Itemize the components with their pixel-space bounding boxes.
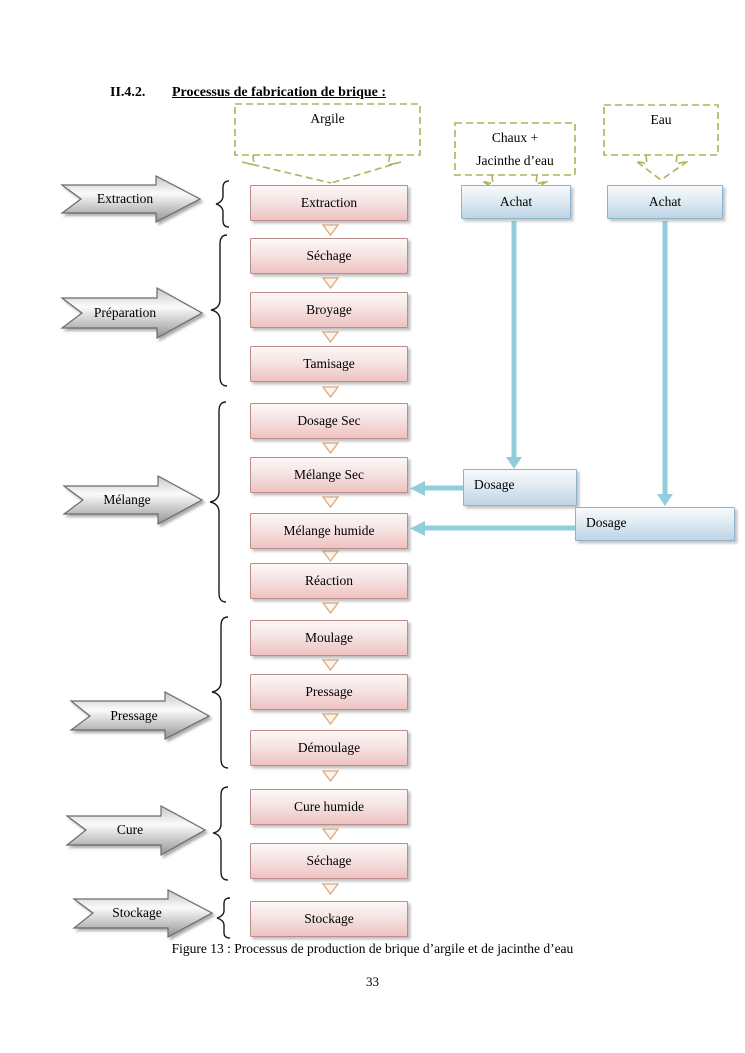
figure-caption: Figure 13 : Processus de production de b… — [171, 941, 574, 956]
group-brace-extraction — [215, 180, 230, 228]
flow-triangle-icon — [321, 331, 340, 344]
process-step-tamisage: Tamisage — [250, 346, 408, 382]
material-callout-eau: Eau — [650, 112, 672, 127]
process-step-demoulage: Démoulage — [250, 730, 408, 766]
process-step-melange-sec: Mélange Sec — [250, 457, 408, 493]
flow-triangle-icon — [321, 277, 340, 290]
flow-triangle-icon — [321, 883, 340, 896]
group-brace-cure — [212, 786, 229, 881]
callout-argile-arrow-left — [241, 154, 332, 184]
stage-label-melange: Mélange — [103, 492, 151, 507]
process-step-melange-humide: Mélange humide — [250, 513, 408, 549]
purchase-box-achat-2: Achat — [607, 185, 723, 219]
arrowhead-left-icon — [410, 481, 425, 496]
group-brace-pressage — [211, 616, 229, 769]
callout-eau-arrow-left — [635, 154, 662, 181]
process-step-pressage: Pressage — [250, 674, 408, 710]
process-step-dosage-sec: Dosage Sec — [250, 403, 408, 439]
flow-triangle-icon — [321, 442, 340, 455]
process-step-reaction: Réaction — [250, 563, 408, 599]
flow-triangle-icon — [321, 496, 340, 509]
section-number: II.4.2. — [110, 85, 146, 100]
group-brace-preparation — [210, 234, 228, 387]
flow-triangle-icon — [321, 224, 340, 237]
material-callout-chaux-line1: Chaux + — [491, 130, 539, 145]
callout-eau-arrow-right — [660, 154, 689, 181]
stage-label-cure: Cure — [116, 822, 144, 837]
process-step-sechage: Séchage — [250, 238, 408, 274]
arrowhead-down-icon — [506, 457, 522, 469]
flow-triangle-icon — [321, 386, 340, 399]
material-callout-argile: Argile — [310, 111, 345, 126]
dosage-box-1: Dosage — [463, 469, 577, 506]
page-number: 33 — [366, 974, 379, 989]
stage-label-extraction: Extraction — [96, 191, 154, 206]
callout-argile-arrow-right — [330, 154, 402, 184]
process-step-broyage: Broyage — [250, 292, 408, 328]
flow-triangle-icon — [321, 828, 340, 841]
process-step-moulage: Moulage — [250, 620, 408, 656]
flow-triangle-icon — [321, 770, 340, 783]
arrowhead-left-icon — [410, 521, 425, 536]
process-step-extraction: Extraction — [250, 185, 408, 221]
purchase-box-achat-1: Achat — [461, 185, 571, 219]
material-callout-chaux-line2: Jacinthe d’eau — [476, 153, 554, 168]
stage-label-pressage: Pressage — [110, 708, 158, 723]
stage-label-stockage: Stockage — [112, 905, 162, 920]
process-step-cure-humide: Cure humide — [250, 789, 408, 825]
arrowhead-down-icon — [657, 494, 673, 506]
section-title: Processus de fabrication de brique : — [172, 85, 387, 100]
stage-label-preparation: Préparation — [93, 305, 157, 320]
flow-triangle-icon — [321, 713, 340, 726]
flow-triangle-icon — [321, 659, 340, 672]
flow-triangle-icon — [321, 550, 340, 563]
process-step-sechage-2: Séchage — [250, 843, 408, 879]
flow-triangle-icon — [321, 602, 340, 615]
group-brace-stockage — [216, 897, 231, 939]
group-brace-melange — [209, 401, 227, 603]
process-step-stockage: Stockage — [250, 901, 408, 937]
dosage-box-2: Dosage — [575, 507, 735, 541]
